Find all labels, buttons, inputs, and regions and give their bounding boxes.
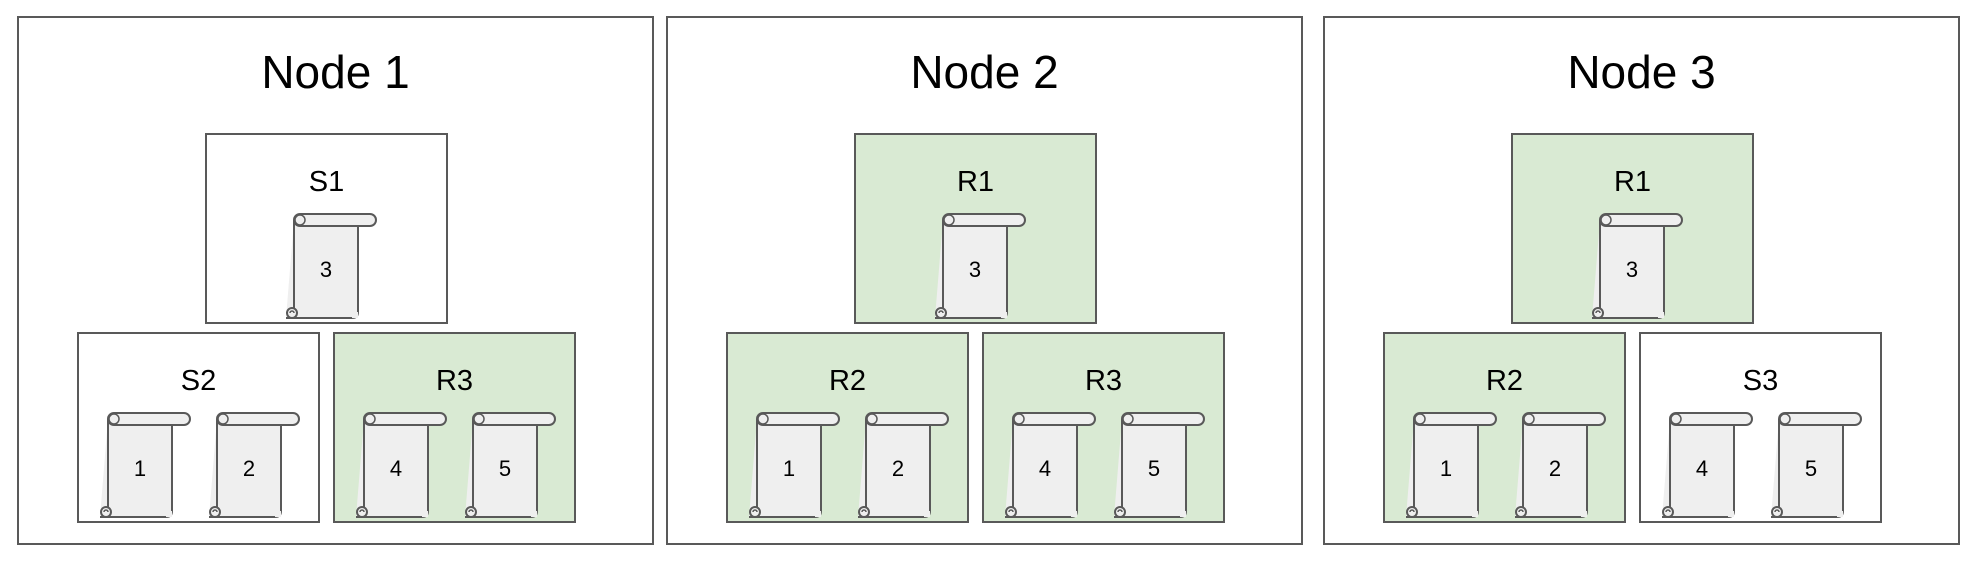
node-box: Node 2 R1 3R2 1 2 R3 4 5 — [666, 16, 1303, 545]
document-number: 5 — [499, 456, 511, 481]
document-number: 3 — [320, 257, 332, 282]
document-number: 3 — [969, 257, 981, 282]
document-number: 1 — [134, 456, 146, 481]
primary-shard-box: S3 4 5 — [1639, 332, 1882, 523]
replica-shard-box: R1 3 — [854, 133, 1097, 324]
document-scroll-icon: 4 — [1662, 412, 1753, 518]
node-title: Node 3 — [1567, 46, 1715, 98]
replica-shard-box: R1 3 — [1511, 133, 1754, 324]
document-scroll-icon: 5 — [1771, 412, 1862, 518]
shard-label: S3 — [1743, 365, 1778, 397]
document-number: 4 — [1039, 456, 1051, 481]
replica-shard-box: R2 1 2 — [1383, 332, 1626, 523]
document-number: 2 — [892, 456, 904, 481]
node-title: Node 1 — [261, 46, 409, 98]
document-scroll-icon: 2 — [209, 412, 300, 518]
shard-label: R3 — [436, 365, 473, 397]
document-scroll-icon: 1 — [100, 412, 191, 518]
shard-label: R1 — [957, 166, 994, 198]
document-number: 1 — [783, 456, 795, 481]
document-scroll-icon: 3 — [286, 213, 377, 319]
replica-shard-box: R2 1 2 — [726, 332, 969, 523]
document-scroll-icon: 2 — [858, 412, 949, 518]
document-scroll-icon: 4 — [1005, 412, 1096, 518]
shard-label: R1 — [1614, 166, 1651, 198]
shard-label: S1 — [309, 166, 344, 198]
primary-shard-box: S2 1 2 — [77, 332, 320, 523]
document-scroll-icon: 2 — [1515, 412, 1606, 518]
document-number: 5 — [1805, 456, 1817, 481]
document-scroll-icon: 5 — [1114, 412, 1205, 518]
document-number: 2 — [243, 456, 255, 481]
primary-shard-box: S1 3 — [205, 133, 448, 324]
document-scroll-icon: 1 — [749, 412, 840, 518]
shard-label: R2 — [1486, 365, 1523, 397]
shard-label: R2 — [829, 365, 866, 397]
document-number: 4 — [390, 456, 402, 481]
document-number: 2 — [1549, 456, 1561, 481]
document-scroll-icon: 3 — [935, 213, 1026, 319]
shard-label: R3 — [1085, 365, 1122, 397]
node-box: Node 3 R1 3R2 1 2 S3 4 5 — [1323, 16, 1960, 545]
node-title: Node 2 — [910, 46, 1058, 98]
document-scroll-icon: 4 — [356, 412, 447, 518]
document-scroll-icon: 5 — [465, 412, 556, 518]
document-number: 5 — [1148, 456, 1160, 481]
shard-label: S2 — [181, 365, 216, 397]
replica-shard-box: R3 4 5 — [333, 332, 576, 523]
document-scroll-icon: 1 — [1406, 412, 1497, 518]
document-number: 3 — [1626, 257, 1638, 282]
node-box: Node 1 S1 3S2 1 2 R3 4 5 — [17, 16, 654, 545]
document-number: 4 — [1696, 456, 1708, 481]
document-scroll-icon: 3 — [1592, 213, 1683, 319]
document-number: 1 — [1440, 456, 1452, 481]
replica-shard-box: R3 4 5 — [982, 332, 1225, 523]
